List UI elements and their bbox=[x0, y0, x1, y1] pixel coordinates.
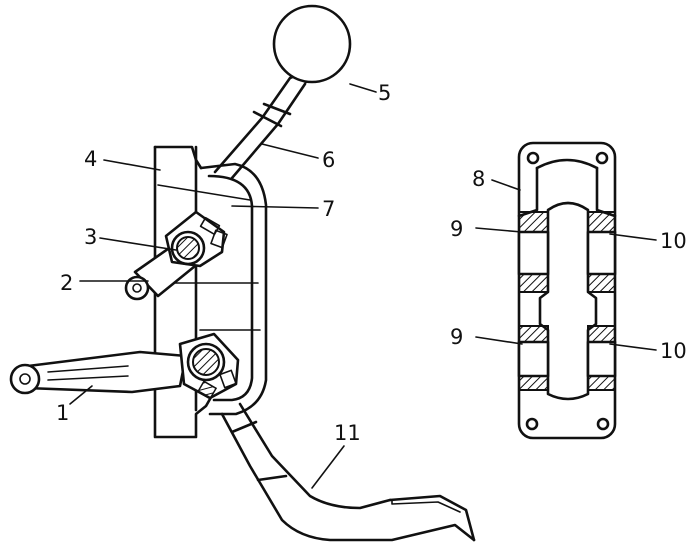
gate-block-10-lower bbox=[586, 325, 617, 391]
callout-labels: 1 2 3 4 5 6 7 8 9 9 10 10 11 bbox=[56, 81, 687, 445]
pedal-assembly bbox=[9, 4, 476, 542]
label-2: 2 bbox=[60, 271, 73, 295]
leader-lines bbox=[69, 83, 657, 489]
label-8: 8 bbox=[472, 167, 485, 191]
label-4: 4 bbox=[84, 147, 97, 171]
label-9-lower: 9 bbox=[450, 325, 463, 349]
label-6: 6 bbox=[322, 148, 335, 172]
gate-block-9-upper bbox=[517, 211, 550, 293]
label-5: 5 bbox=[378, 81, 391, 105]
label-11: 11 bbox=[334, 421, 361, 445]
pedal-shank bbox=[220, 402, 476, 542]
label-3: 3 bbox=[84, 225, 97, 249]
upper-clamp bbox=[124, 210, 228, 301]
label-1: 1 bbox=[56, 401, 69, 425]
label-9-upper: 9 bbox=[450, 217, 463, 241]
label-10-lower: 10 bbox=[660, 339, 687, 363]
lower-clamp bbox=[9, 332, 240, 400]
label-7: 7 bbox=[322, 197, 335, 221]
shift-lever bbox=[213, 70, 308, 180]
lever-knob bbox=[272, 4, 352, 84]
guide-plate bbox=[517, 141, 617, 440]
gate-block-10-upper bbox=[586, 211, 617, 293]
label-10-upper: 10 bbox=[660, 229, 687, 253]
gate-block-9-lower bbox=[517, 325, 550, 391]
